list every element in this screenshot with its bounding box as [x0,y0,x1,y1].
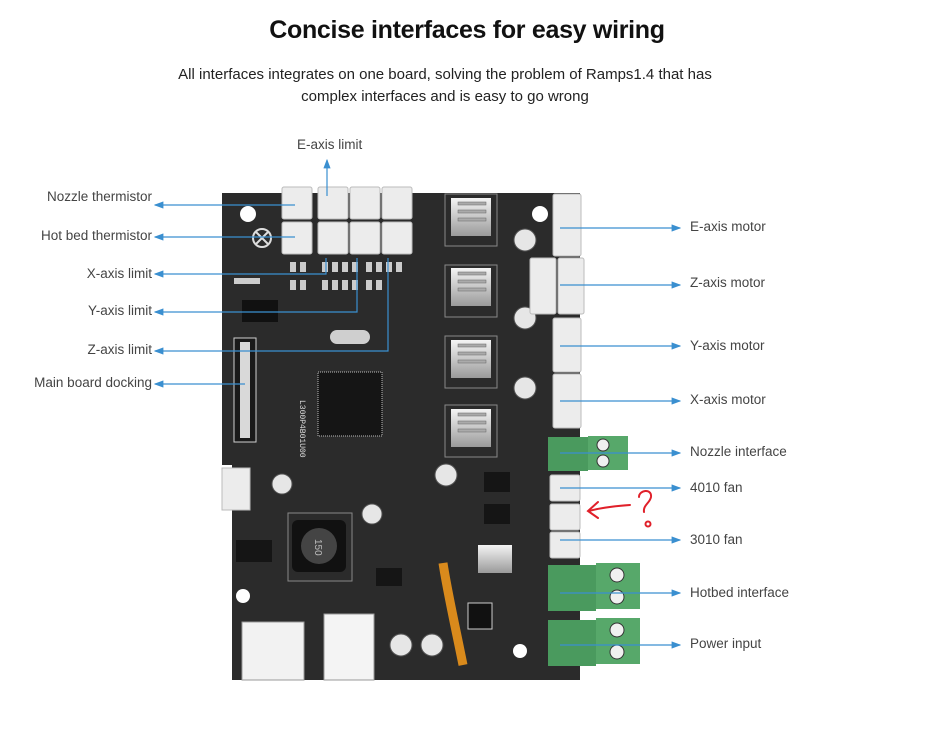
annotation-question-mark [638,490,652,513]
usb-port [323,613,375,681]
pin-header [234,278,260,284]
label-y-axis-limit: Y-axis limit [87,303,152,318]
label-main-board-docking: Main board docking [34,375,152,390]
fan-connectors [549,474,581,559]
label-e-axis-motor: E-axis motor [690,219,766,234]
mcu-chip: L300P4B01U00 [297,371,383,458]
brand-logo [252,228,272,248]
mount-hole [532,206,548,222]
label-nozzle-thermistor: Nozzle thermistor [46,189,152,204]
leader-z-axis-limit [153,258,389,355]
mount-hole [513,644,527,658]
label-power-input: Power input [690,636,762,651]
label-4010-fan: 4010 fan [690,480,743,495]
annotation-arrow-shaft [588,504,631,512]
label-x-axis-limit: X-axis limit [86,266,152,281]
label-z-axis-motor: Z-axis motor [690,275,766,290]
motor-connectors [529,193,585,429]
label-x-axis-motor: X-axis motor [690,392,766,407]
driver-ic [376,568,402,586]
label-nozzle-interface: Nozzle interface [690,444,787,459]
label-e-axis-limit: E-axis limit [297,137,363,152]
label-z-axis-limit: Z-axis limit [87,342,153,357]
label-hot-bed-thermistor: Hot bed thermistor [40,228,152,243]
leader-y-axis-limit [153,258,358,316]
label-hotbed-interface: Hotbed interface [690,585,790,600]
small-ic [242,300,278,322]
capacitors [271,228,537,657]
pcb-main [232,193,580,680]
mount-hole [240,206,256,222]
label-3010-fan: 3010 fan [690,532,743,547]
annotation-dot [644,520,652,528]
leader-lines [153,158,682,649]
side-connector [221,467,251,511]
smd-components [290,262,402,290]
annotation-arrow-head [586,501,599,519]
crystal [330,330,370,344]
mosfet [484,472,510,492]
ic-chip [236,540,272,562]
page-subtitle: All interfaces integrates on one board, … [178,66,712,105]
red-annotation [586,490,652,528]
page-title: Concise interfaces for easy wiring [269,16,665,44]
svg-text:L300P4B01U00: L300P4B01U00 [297,400,306,458]
top-connectors [281,186,413,255]
terminal-power [548,618,640,666]
kapton-tape [438,562,468,666]
sd-card-slot [241,621,305,681]
power-inductor: 150 [287,512,353,582]
terminal-hotbed [548,563,640,611]
mount-hole [236,589,250,603]
heatsink-small [478,545,512,573]
mosfet [484,504,510,524]
smd-inductor [467,602,493,630]
leader-x-axis-limit [153,258,327,278]
svg-text:150: 150 [312,539,323,556]
label-y-axis-motor: Y-axis motor [690,338,765,353]
